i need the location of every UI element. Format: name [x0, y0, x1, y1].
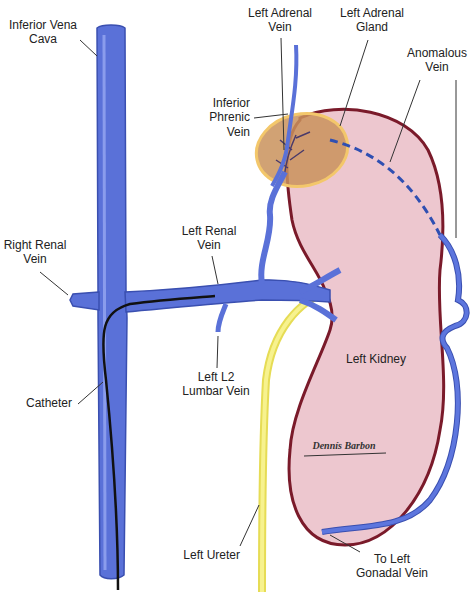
leader-line — [281, 38, 284, 150]
leader-line — [40, 272, 68, 295]
leader-line — [212, 256, 218, 284]
leader-line — [80, 40, 97, 56]
part-label: Right Renal Vein — [2, 238, 68, 267]
leader-line — [217, 336, 218, 368]
leader-line — [390, 80, 420, 162]
adrenal-gland-shape — [250, 105, 355, 195]
part-label: Catheter — [20, 396, 78, 410]
left-adrenal-vein — [261, 172, 285, 284]
left-renal-vein-shape — [125, 280, 330, 312]
leader-line — [78, 382, 103, 404]
part-label: Left Adrenal Gland — [334, 6, 410, 35]
ivc-shape — [97, 25, 127, 579]
leader-lines — [40, 38, 456, 552]
part-label: Left Adrenal Vein — [244, 6, 316, 35]
leader-line — [456, 80, 457, 238]
part-label: Left Ureter — [170, 548, 240, 562]
part-label: Anomalous Vein — [404, 46, 470, 75]
leader-line — [240, 505, 259, 546]
part-label: Inferior Phrenic Vein — [190, 96, 250, 139]
gonadal-vein-outline — [322, 235, 467, 532]
anomalous-vein-dashed — [330, 140, 440, 235]
catheter-line — [103, 296, 215, 590]
renal-branches — [300, 270, 340, 320]
signature-text: Dennís Barbon — [296, 440, 392, 452]
part-label: Left L2 Lumbar Vein — [176, 370, 256, 399]
part-label: Left Renal Vein — [176, 224, 242, 253]
ivc-highlight — [104, 35, 105, 570]
right-renal-vein-shape — [70, 292, 99, 310]
leader-line — [254, 114, 288, 118]
part-label: To Left Gonadal Vein — [350, 552, 434, 581]
leader-line — [330, 535, 360, 552]
part-label: Left Kidney — [340, 352, 412, 366]
signature-underline — [304, 453, 386, 456]
gonadal-vein — [322, 235, 467, 532]
leader-line — [340, 40, 368, 126]
lumbar-vein — [218, 304, 226, 332]
part-label: Inferior Vena Cava — [8, 18, 78, 47]
